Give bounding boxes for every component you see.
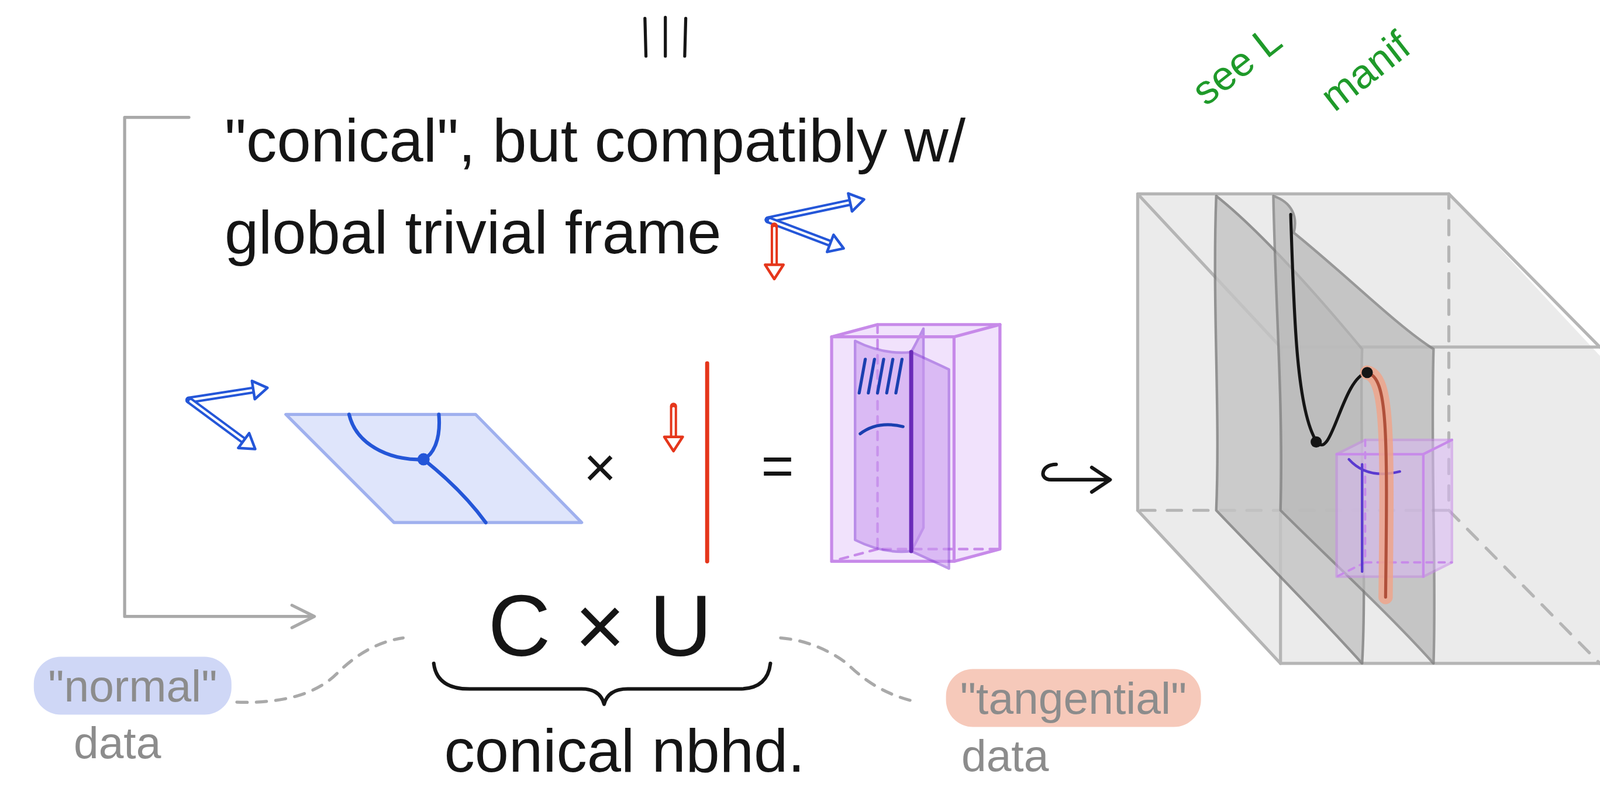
conical-box: [1336, 439, 1453, 577]
conical-box: [1336, 439, 1453, 577]
graph-edge: [349, 414, 424, 460]
direction-arrow: [773, 228, 776, 264]
highlighted-term: "tangential": [945, 669, 1202, 727]
ambient-cube: [1137, 193, 1600, 663]
math-expression-holder: C × U: [487, 581, 712, 669]
hatching: [877, 359, 884, 393]
tangent-stratum: [1367, 372, 1387, 598]
graph-edge: [423, 459, 486, 523]
math-expression: C × U: [487, 576, 712, 674]
graph-edge: [423, 414, 440, 460]
hatching: [895, 359, 902, 393]
frame-arrow: [770, 220, 830, 243]
direction-arrow: [672, 408, 675, 436]
frame-arrow: [847, 193, 864, 212]
annotation-holder: conical nbhd.: [443, 719, 805, 781]
graph-vertex: [417, 453, 430, 466]
annotation: data: [73, 716, 161, 767]
inclusion-arrow: [1091, 467, 1110, 492]
leader-line: [236, 637, 403, 702]
frame-arrow: [188, 390, 254, 400]
annotation: data: [961, 729, 1049, 781]
stratum-curve: [1290, 214, 1368, 445]
margin-note: see L: [1183, 16, 1291, 115]
tangent-stratum: [1367, 372, 1387, 598]
hatching: [886, 359, 893, 393]
equals-symbol-holder: =: [761, 437, 795, 494]
frame-arrow: [768, 202, 851, 220]
frame-arrow: [826, 234, 844, 252]
frame-icon: [764, 193, 864, 279]
stratum-sheet: [911, 352, 950, 569]
hatching: [868, 359, 875, 393]
conical-box: [1336, 439, 1453, 577]
annotation: conical nbhd.: [443, 715, 805, 784]
frame-arrow: [190, 390, 253, 400]
annotation-holder: data: [73, 719, 161, 765]
margin-note-holder: see L: [1184, 18, 1289, 113]
frame-arrow: [770, 202, 850, 220]
frame-arrow: [252, 380, 268, 399]
leader-line: [780, 637, 919, 702]
margin-note: manif: [1311, 22, 1419, 120]
equivalence-symbol: [645, 17, 686, 57]
times-symbol-holder: ×: [583, 439, 617, 496]
product-box: [831, 324, 1000, 562]
stratum-sheet: [1273, 195, 1434, 664]
bracket-arrow: [291, 604, 315, 627]
hatching: [859, 359, 865, 393]
frame-arrow: [238, 432, 255, 449]
ambient-cube: [1137, 193, 1600, 663]
highlighted-term-holder: "tangential": [945, 675, 1202, 721]
direction-arrow: [664, 436, 683, 451]
plane-sheet: [285, 414, 582, 523]
note-text: "conical", but compatibly w/ global triv…: [224, 105, 966, 267]
hatching: [860, 424, 903, 434]
ambient-cube: [1137, 193, 1600, 663]
highlighted-term: "normal": [33, 656, 232, 715]
line-factor: [705, 363, 710, 561]
times-symbol: ×: [583, 435, 617, 499]
annotation-holder: data: [961, 732, 1049, 778]
note-text-holder: "conical", but compatibly w/ global triv…: [224, 94, 1057, 278]
bracket-arrow: [124, 117, 312, 617]
direction-arrow: [670, 405, 678, 437]
frame-arrow: [188, 400, 244, 441]
margin-note-holder: manif: [1313, 24, 1417, 119]
stratum-sheet: [854, 340, 912, 552]
stratum-point: [1310, 436, 1322, 448]
equals-symbol: =: [761, 433, 795, 497]
direction-arrow: [764, 264, 784, 279]
highlighted-term-holder: "normal": [33, 663, 232, 709]
direction-arrow: [770, 225, 778, 265]
stratum-point: [1361, 366, 1373, 378]
junction-line: [909, 352, 914, 551]
frame-arrow: [190, 401, 244, 440]
